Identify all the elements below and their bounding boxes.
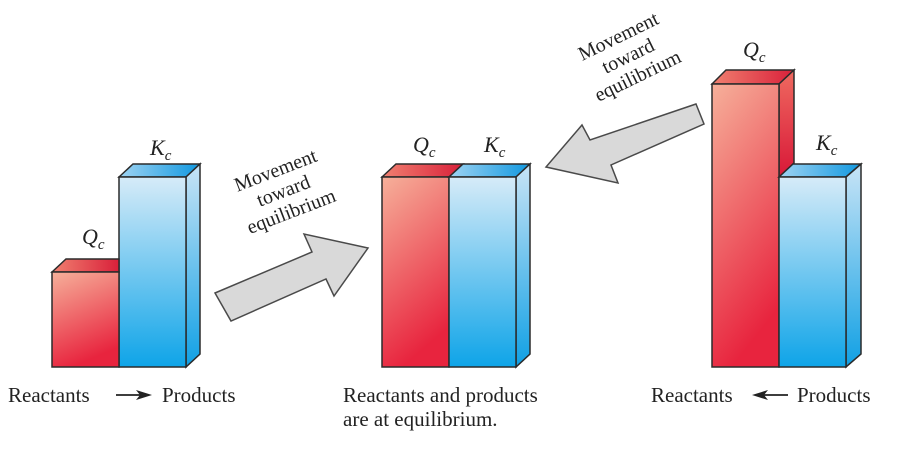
movement-arrow-right: Movement toward equilibrium — [213, 145, 370, 322]
right-panel: Qc Kc Reactants Products — [651, 37, 871, 407]
kc-label-right: Kc — [815, 130, 838, 159]
kc-bar-right — [777, 162, 864, 369]
kc-label-left: Kc — [149, 135, 172, 164]
qc-bar-left — [50, 258, 120, 368]
kc-bar-left — [117, 162, 202, 369]
left-panel: Qc Kc Reactants Products — [8, 135, 236, 407]
movement-arrow-left: Movement toward equilibrium — [544, 8, 705, 185]
qc-bar-right — [710, 68, 796, 368]
left-arrow-icon — [752, 390, 788, 400]
qc-label-middle: Qc — [413, 132, 436, 161]
middle-panel: Qc Kc Reactants and products are at equi… — [343, 132, 538, 431]
qc-label-right: Qc — [743, 37, 766, 66]
kc-bar-middle — [447, 162, 532, 369]
caption-left-products: Products — [162, 383, 236, 407]
right-arrow-icon — [116, 390, 152, 400]
qc-bar-middle — [380, 163, 465, 368]
caption-middle-line1: Reactants and products — [343, 383, 538, 407]
qc-label-left: Qc — [82, 224, 105, 253]
kc-label-middle: Kc — [483, 132, 506, 161]
caption-right-products: Products — [797, 383, 871, 407]
caption-left-reactants: Reactants — [8, 383, 90, 407]
caption-middle-line2: are at equilibrium. — [343, 407, 498, 431]
caption-right-reactants: Reactants — [651, 383, 733, 407]
